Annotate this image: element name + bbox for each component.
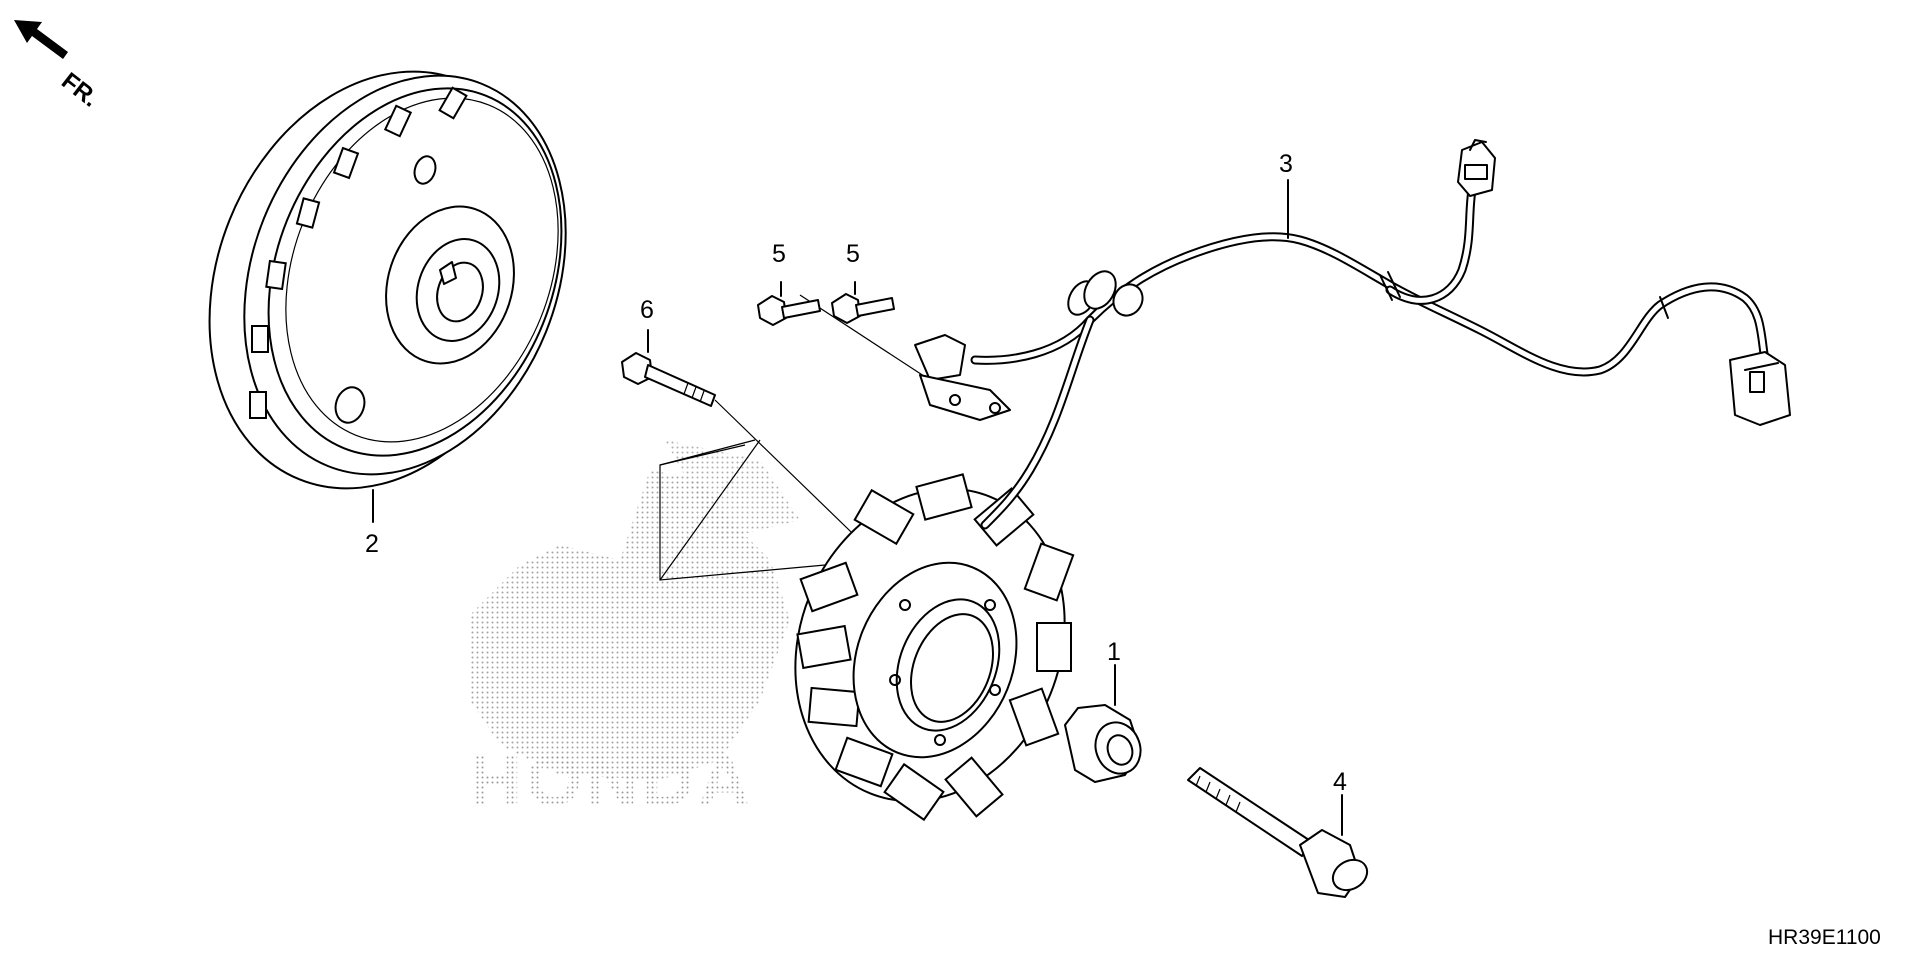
lower-connector bbox=[1729, 351, 1791, 426]
callout-6: 6 bbox=[640, 296, 654, 324]
watermark-text: HONDA bbox=[470, 741, 754, 821]
screw-b bbox=[831, 281, 895, 324]
callout-5b: 5 bbox=[846, 240, 860, 268]
diagram-code: HR39E1100 bbox=[1768, 926, 1881, 949]
flywheel bbox=[208, 70, 567, 523]
callout-4: 4 bbox=[1333, 768, 1347, 796]
callout-5a: 5 bbox=[772, 240, 786, 268]
harness-grommet bbox=[1067, 270, 1144, 317]
stator bbox=[794, 473, 1075, 822]
callout-1: 1 bbox=[1107, 638, 1121, 666]
upper-connector bbox=[1457, 139, 1496, 197]
collar bbox=[1064, 664, 1142, 783]
watermark-logo: HONDA bbox=[470, 440, 800, 821]
screw-a bbox=[757, 281, 821, 326]
wire-harness bbox=[914, 139, 1791, 530]
callout-3: 3 bbox=[1279, 150, 1293, 178]
front-direction-arrow-icon: FR. bbox=[14, 20, 103, 113]
pulser-sensor bbox=[914, 334, 1011, 421]
bolt-long bbox=[1187, 767, 1369, 898]
callout-2: 2 bbox=[365, 530, 379, 558]
bolt-stator bbox=[621, 329, 716, 407]
front-direction-label: FR. bbox=[56, 67, 103, 112]
